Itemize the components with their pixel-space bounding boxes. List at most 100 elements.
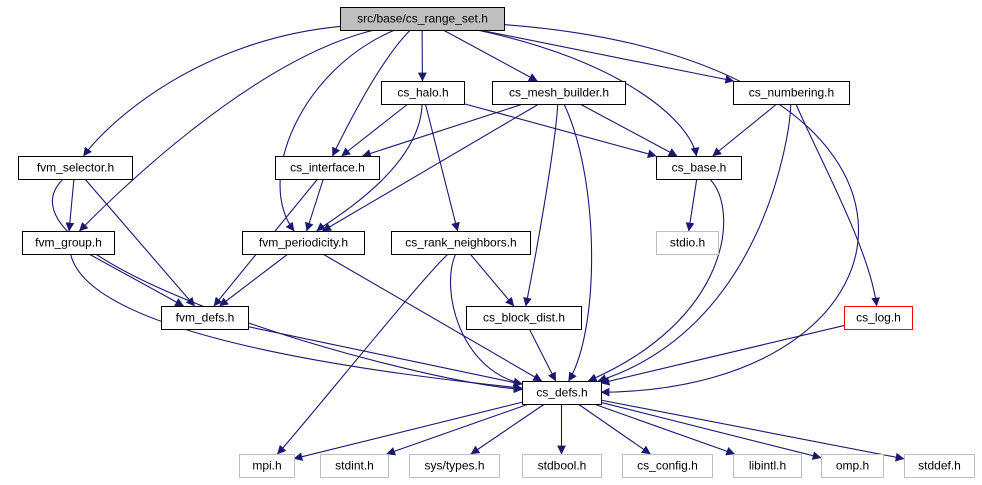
node-box <box>320 454 389 478</box>
node-sys-types[interactable]: sys/types.h <box>409 454 500 478</box>
node-box <box>904 454 975 478</box>
edge-root-to-cs_base <box>476 29 700 157</box>
node-fvm-defs[interactable]: fvm_defs.h <box>161 306 249 330</box>
node-fvm-selector[interactable]: fvm_selector.h <box>18 156 133 180</box>
edge-root-to-cs_mesh_builder <box>442 29 538 82</box>
node-box <box>522 454 602 478</box>
node-box <box>391 231 531 255</box>
node-box <box>18 156 133 180</box>
node-omp[interactable]: omp.h <box>821 454 884 478</box>
edge-cs_block_dist-to-cs_defs <box>528 328 557 382</box>
node-box <box>340 7 505 31</box>
node-label: mpi.h <box>252 459 281 473</box>
edge-cs_mesh_builder-to-cs_block_dist <box>523 103 559 307</box>
edge-cs_rank_neighbors-to-cs_defs <box>449 253 523 387</box>
edge-fvm_group-to-cs_defs <box>70 253 523 392</box>
node-box <box>409 454 500 478</box>
node-label: cs_config.h <box>637 459 698 473</box>
edge-cs_defs-to-mpi <box>293 401 523 461</box>
node-box <box>844 306 913 330</box>
edge-root-to-cs_defs <box>503 24 859 397</box>
edge-root-to-fvm_selector <box>83 25 341 157</box>
node-mpi[interactable]: mpi.h <box>239 454 295 478</box>
edge-cs_base-to-stdio <box>685 178 698 232</box>
node-libintl[interactable]: libintl.h <box>733 454 802 478</box>
node-label: stddef.h <box>918 459 961 473</box>
edge-cs_mesh_builder-to-cs_interface <box>362 103 524 158</box>
node-label: src/base/cs_range_set.h <box>357 12 488 26</box>
edge-cs_numbering-to-cs_defs <box>597 103 792 383</box>
node-label: cs_rank_neighbors.h <box>405 236 516 250</box>
edge-cs_defs-to-libintl <box>593 403 736 456</box>
node-label: omp.h <box>836 459 869 473</box>
edge-fvm_defs-to-cs_defs <box>247 326 523 387</box>
node-stddef[interactable]: stddef.h <box>904 454 975 478</box>
edge-cs_defs-to-stddef <box>600 399 905 462</box>
node-stdint[interactable]: stdint.h <box>320 454 389 478</box>
node-box <box>656 156 742 180</box>
node-label: cs_block_dist.h <box>483 311 565 325</box>
node-cs-log[interactable]: cs_log.h <box>844 306 913 330</box>
node-label: fvm_selector.h <box>37 161 114 175</box>
nodes-layer: src/base/cs_range_set.h fvm_selector.h cs_… <box>18 7 975 478</box>
node-cs-mesh-builder[interactable]: cs_mesh_builder.h <box>492 81 626 105</box>
node-fvm-periodicity[interactable]: fvm_periodicity.h <box>242 231 365 255</box>
node-label: cs_interface.h <box>290 161 365 175</box>
edge-fvm_periodicity-to-cs_defs <box>322 253 543 382</box>
node-label: cs_halo.h <box>397 86 448 100</box>
node-cs-block-dist[interactable]: cs_block_dist.h <box>466 306 582 330</box>
node-stdio[interactable]: stdio.h <box>656 231 719 255</box>
node-cs-numbering[interactable]: cs_numbering.h <box>733 81 850 105</box>
node-root[interactable]: src/base/cs_range_set.h <box>340 7 505 31</box>
node-label: fvm_periodicity.h <box>259 236 348 250</box>
edge-cs_rank_neighbors-to-cs_block_dist <box>469 253 515 307</box>
node-cs-base[interactable]: cs_base.h <box>656 156 742 180</box>
node-box <box>381 81 465 105</box>
node-cs-config[interactable]: cs_config.h <box>622 454 713 478</box>
edge-cs_log-to-cs_defs <box>600 325 845 386</box>
node-box <box>733 81 850 105</box>
node-label: stdbool.h <box>538 459 587 473</box>
edge-fvm_selector-to-fvm_group <box>65 178 75 232</box>
edge-cs_numbering-to-cs_log <box>795 103 881 307</box>
edge-fvm_selector-to-fvm_defs <box>84 178 195 307</box>
node-box <box>622 454 713 478</box>
edge-root-to-fvm_periodicity <box>279 29 395 232</box>
node-box <box>522 381 602 405</box>
node-label: libintl.h <box>749 459 786 473</box>
edge-cs_base-to-cs_defs <box>587 178 725 382</box>
edge-cs_halo-to-cs_rank_neighbors <box>424 103 460 232</box>
node-box <box>242 231 365 255</box>
edge-root-to-cs_interface <box>332 29 411 157</box>
edge-cs_mesh_builder-to-cs_base <box>579 103 678 157</box>
node-cs-rank-neighbors[interactable]: cs_rank_neighbors.h <box>391 231 531 255</box>
node-label: fvm_defs.h <box>176 311 235 325</box>
node-label: cs_base.h <box>672 161 727 175</box>
edge-cs_defs-to-stdint <box>386 403 529 456</box>
node-label: fvm_group.h <box>35 236 102 250</box>
node-label: sys/types.h <box>424 459 484 473</box>
node-cs-interface[interactable]: cs_interface.h <box>275 156 380 180</box>
node-cs-halo[interactable]: cs_halo.h <box>381 81 465 105</box>
edge-cs_halo-to-cs_interface <box>341 103 409 157</box>
node-fvm-group[interactable]: fvm_group.h <box>22 231 115 255</box>
edge-cs_defs-to-sys_types <box>470 403 545 455</box>
node-box <box>492 81 626 105</box>
edge-cs_numbering-to-cs_base <box>712 103 778 157</box>
edge-fvm_periodicity-to-fvm_defs <box>219 253 289 307</box>
node-box <box>161 306 249 330</box>
edge-root-to-cs_numbering <box>479 29 735 84</box>
node-box <box>239 454 295 478</box>
node-box <box>275 156 380 180</box>
edges-layer <box>52 24 905 462</box>
node-label: stdint.h <box>335 459 374 473</box>
edge-cs_rank_neighbors-to-mpi <box>276 253 449 455</box>
edge-cs_mesh_builder-to-fvm_periodicity <box>322 103 540 232</box>
node-cs-defs[interactable]: cs_defs.h <box>522 381 602 405</box>
node-stdbool[interactable]: stdbool.h <box>522 454 602 478</box>
node-label: cs_numbering.h <box>749 86 834 100</box>
node-box <box>22 231 115 255</box>
edge-cs_defs-to-cs_config <box>577 403 651 455</box>
node-label: cs_defs.h <box>536 386 587 400</box>
